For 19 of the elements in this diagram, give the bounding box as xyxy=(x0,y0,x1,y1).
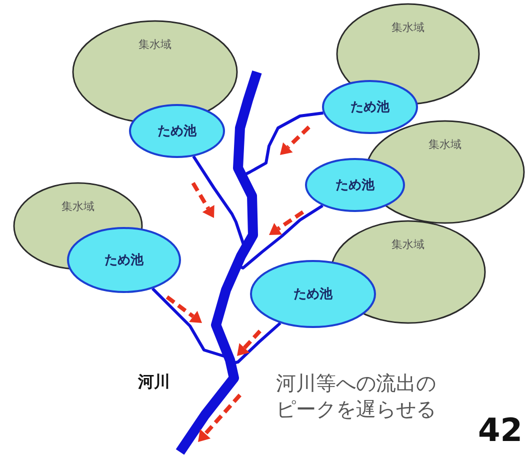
page-number: 42 xyxy=(478,410,523,451)
pond-ellipse xyxy=(305,158,405,212)
pond-label: ため池 xyxy=(158,123,196,140)
pond-ellipse xyxy=(322,80,418,134)
pond-label: ため池 xyxy=(104,252,144,269)
pond-ellipse xyxy=(129,104,225,158)
pond-ellipse xyxy=(250,260,376,328)
catchment-label: 集水域 xyxy=(138,37,172,52)
pond-ellipse xyxy=(67,227,181,293)
catchment-label: 集水域 xyxy=(428,137,462,152)
catchment-label: 集水域 xyxy=(392,20,424,35)
pond-label: ため池 xyxy=(350,99,390,116)
river-label: 河川 xyxy=(138,372,170,393)
catchment-label: 集水域 xyxy=(392,237,424,252)
pond-label: ため池 xyxy=(294,286,332,303)
pond-label: ため池 xyxy=(336,177,374,194)
catchment-ellipse xyxy=(72,20,238,124)
catchment-label: 集水域 xyxy=(62,199,94,214)
note-text: 河川等への流出のピークを遅らせる xyxy=(276,370,437,422)
